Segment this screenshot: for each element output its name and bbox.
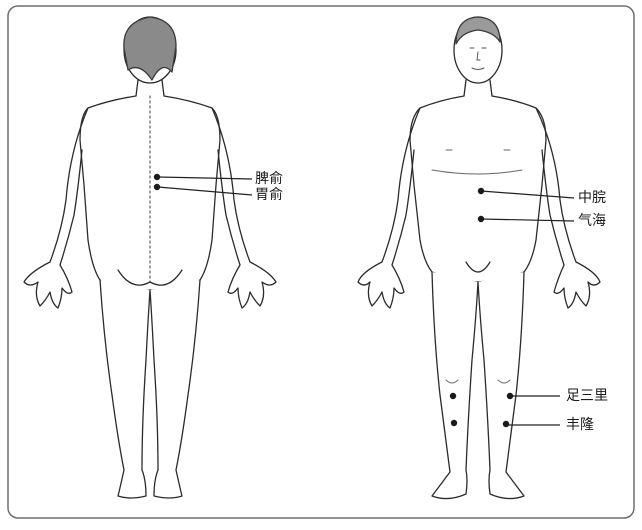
label-zhongwan: 中脘: [578, 190, 606, 206]
acupoint-marker-zusanli-left: [449, 392, 457, 400]
front-right-leg: [477, 271, 525, 500]
front-chest: [431, 149, 523, 175]
label-qihai: 气海: [578, 213, 606, 229]
label-zusanli: 足三里: [566, 388, 608, 404]
acupoint-markers: [153, 173, 514, 428]
leader-zhongwan: [480, 190, 575, 199]
acupoint-marker-fenglong-left: [450, 419, 458, 427]
leader-lines: [157, 176, 575, 426]
acupoint-marker-weishu: [153, 183, 161, 191]
back-neck: [135, 79, 165, 97]
front-torso: [409, 95, 547, 283]
label-weishu: 胃俞: [255, 187, 283, 203]
front-face: [469, 47, 487, 70]
front-knees: [445, 379, 511, 384]
front-right-hand: [553, 261, 601, 309]
acupoint-marker-zusanli-right: [506, 392, 514, 400]
front-left-leg: [431, 271, 479, 500]
leader-qihai: [480, 218, 575, 222]
back-left-arm: [49, 107, 89, 266]
back-left-leg: [99, 279, 151, 499]
front-hair: [455, 16, 501, 45]
acupoint-marker-fenglong-right: [502, 420, 510, 428]
label-pishu: 脾俞: [255, 171, 283, 187]
back-right-leg: [149, 279, 201, 499]
label-fenglong: 丰隆: [566, 417, 594, 433]
front-groin: [465, 261, 491, 273]
back-buttocks: [117, 269, 183, 286]
front-neck: [463, 79, 493, 97]
front-view-figure: [357, 16, 601, 500]
acupoint-marker-pishu: [153, 173, 161, 181]
back-right-hand: [227, 261, 277, 309]
front-left-arm: [381, 107, 421, 266]
front-left-hand: [357, 261, 405, 309]
acupoint-marker-qihai: [477, 215, 485, 223]
back-right-arm: [211, 107, 251, 266]
acupoint-marker-zhongwan: [477, 187, 485, 195]
leader-pishu: [157, 176, 253, 180]
back-hair: [123, 16, 177, 81]
back-view-figure: [23, 16, 277, 499]
back-left-hand: [23, 261, 73, 309]
front-right-arm: [535, 107, 577, 266]
leader-weishu: [157, 186, 253, 196]
